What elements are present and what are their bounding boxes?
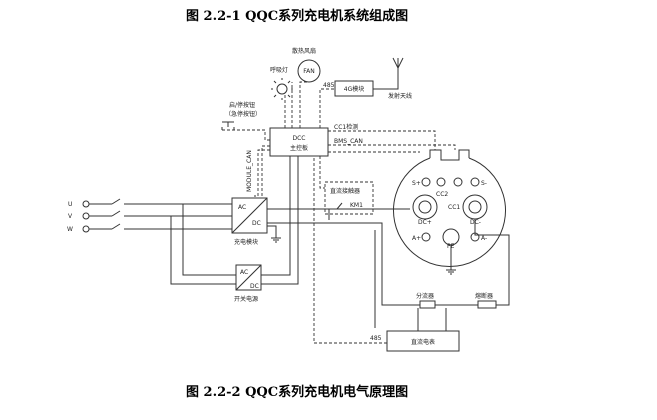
breath-light-label: 呼吸灯 (270, 66, 288, 74)
pe-ground-icon (446, 269, 456, 275)
cc1-detect-label: CC1检测 (334, 123, 358, 131)
dc-contactor: 直流接触器 KM1 (324, 181, 374, 215)
pin-cc1-label: CC1 (448, 204, 460, 211)
ground-lead (267, 225, 277, 238)
lamp-rays-icon (271, 78, 293, 100)
phase-v-label: V (68, 213, 73, 220)
rs485-bottom-label: 485 (370, 335, 382, 342)
module-can-line (254, 149, 270, 197)
start-stop-label-1: 启/停按钮 (229, 101, 255, 109)
switch-psu-ac: AC (240, 269, 248, 276)
contactor-switch-icon (336, 202, 343, 210)
antenna-label: 发射天线 (388, 92, 412, 100)
pin-dc-minus-inner (468, 200, 482, 214)
connector-key-notch (429, 149, 470, 161)
km1-label: KM1 (350, 202, 363, 209)
shunt: 分流器 (416, 292, 436, 309)
pin-a-plus-label: A+ (412, 235, 421, 242)
cooling-fan: 散热风扇 FAN (292, 47, 321, 83)
shunt-box (419, 300, 436, 309)
terminal-u (82, 200, 90, 208)
start-stop-button: 启/停按钮 （急停按钮） (221, 101, 270, 141)
dcc-box (269, 127, 329, 157)
dcc-label-2: 主控板 (290, 144, 308, 152)
rs485-top-label: 485 (323, 82, 335, 89)
bus-extra-lines (319, 151, 420, 189)
figure-caption-bottom: 图 2.2-2 QQC系列充电机电气原理图 (186, 385, 409, 400)
dcc-main-board: DCC 主控板 (269, 127, 329, 157)
pin-cc2-label: CC2 (436, 191, 448, 198)
start-stop-label-2: （急停按钮） (225, 110, 261, 118)
switch-psu-label: 开关电源 (234, 295, 258, 303)
phase-u-label: U (68, 201, 72, 208)
pin-cc1 (453, 177, 463, 187)
switch-psu-dc: DC (250, 283, 259, 290)
charging-connector: S+ S- CC2 CC1 DC+ DC- A+ A- PE (393, 149, 506, 275)
charge-module-ac: AC (238, 204, 246, 211)
converter-diagonal (231, 197, 268, 234)
pin-s-minus (470, 177, 480, 187)
fan-label: FAN (303, 68, 315, 75)
pin-s-plus (421, 177, 431, 187)
pin-s-minus-label: S- (481, 180, 487, 187)
dc-output-wiring (267, 208, 426, 306)
dc-meter: 直流电表 (386, 308, 460, 352)
psu-diagonal (235, 264, 262, 291)
module-can-label: MODULE_CAN (246, 150, 253, 192)
shunt-label: 分流器 (416, 292, 434, 300)
lamp-icon (276, 83, 288, 95)
switch-psu: AC DC 开关电源 (234, 264, 262, 303)
antenna-icon (392, 57, 404, 69)
connector-outline (393, 157, 506, 267)
phase-w-label: W (67, 226, 73, 233)
fuse-label: 熔断器 (475, 292, 493, 300)
pin-a-minus-label: A- (481, 235, 487, 242)
cc1-detect-line (328, 130, 436, 150)
dcc-label-1: DCC (293, 135, 306, 142)
pin-s-plus-label: S+ (412, 180, 421, 187)
bms-can-label: BMS_CAN (334, 138, 363, 145)
button-dashed-link (222, 129, 270, 141)
fan-title-label: 散热风扇 (292, 47, 316, 55)
terminal-w (82, 225, 90, 233)
dc-meter-box (386, 330, 460, 352)
pin-cc2 (436, 177, 446, 187)
contactor-label: 直流接触器 (330, 187, 360, 195)
antenna-feed (373, 68, 399, 90)
module-4g-label: 4G模块 (344, 85, 364, 93)
ground-icon (271, 237, 281, 243)
psu-feed-wiring (170, 156, 299, 285)
breathing-light: 呼吸灯 (270, 66, 293, 100)
fuse: 熔断器 (475, 292, 497, 309)
fuse-box (477, 300, 497, 309)
breaker-switch-icon (89, 198, 232, 230)
pin-a-plus (421, 232, 431, 242)
charge-module: AC DC 充电模块 (231, 197, 281, 246)
meter-sense-leads (417, 308, 447, 331)
charge-module-label: 充电模块 (234, 238, 258, 246)
bms-can-line (328, 144, 456, 150)
pin-dc-plus-inner (418, 200, 432, 214)
module-can-line-2 (261, 145, 270, 196)
push-button-icon (221, 121, 235, 130)
rs485-meter-line (313, 156, 387, 344)
charge-module-dc: DC (252, 220, 261, 227)
fan-circle (297, 59, 321, 83)
terminal-v (82, 212, 90, 220)
return-wiring (374, 219, 510, 328)
module-4g-group: 4G模块 485 发射天线 (323, 57, 412, 100)
pin-dc-plus-label: DC+ (418, 219, 432, 226)
figure-caption-top: 图 2.2-1 QQC系列充电机系统组成图 (186, 9, 409, 24)
dc-meter-label: 直流电表 (411, 338, 435, 346)
ac-inputs: U V W (67, 198, 232, 233)
dcc-peripheral-links (284, 81, 335, 128)
